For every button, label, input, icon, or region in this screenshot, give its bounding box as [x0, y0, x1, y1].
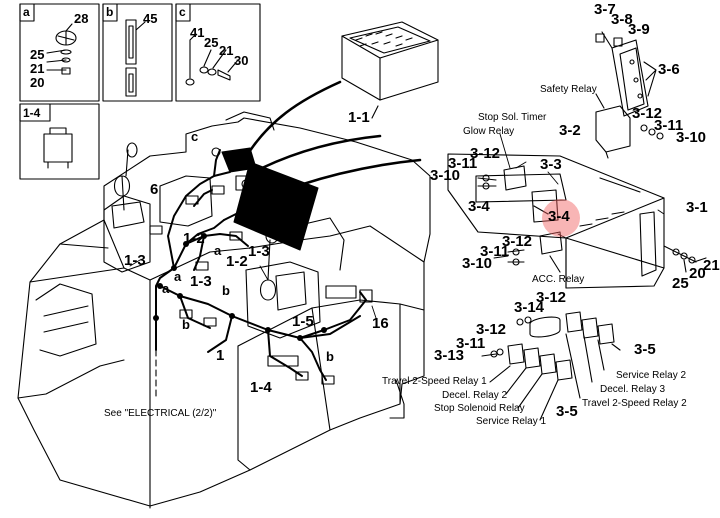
acc-relay [507, 231, 563, 273]
callout-1-4: 1-4 [250, 379, 272, 396]
ref-3-12-b: 3-12 [470, 145, 501, 162]
ref-3-12-d: 3-12 [536, 289, 567, 306]
relay-bracket [595, 31, 657, 117]
callout-b-2: b [182, 317, 190, 332]
inset-a-letter: a [23, 5, 30, 19]
callout-b-1: b [222, 283, 230, 298]
callout-1: 1 [216, 347, 225, 364]
callout-a-2: a [214, 243, 222, 258]
ref-3-12-c: 3-12 [502, 233, 533, 250]
stop-sol-timer [531, 189, 559, 223]
ref-21: 21 [703, 257, 720, 274]
ref-3-10-b: 3-10 [430, 167, 461, 184]
left-lever-console [103, 142, 151, 273]
safety-relay [595, 93, 664, 159]
ref-3-2: 3-2 [559, 122, 581, 139]
inset-b [102, 3, 173, 102]
ref-inset-c-25: 25 [204, 35, 219, 50]
label-service-relay-2: Service Relay 2 [616, 370, 687, 381]
fuse-box [341, 21, 439, 119]
inset-c [175, 3, 261, 102]
inset-b-letter: b [106, 5, 114, 19]
label-see-electrical: See "ELECTRICAL (2/2)" [104, 408, 217, 419]
inset-a [19, 3, 100, 102]
controller-block [221, 147, 319, 251]
highlight-marker [542, 199, 580, 237]
machine-body [17, 111, 431, 509]
ref-inset-a-28: 28 [74, 11, 89, 26]
label-stop-solenoid-relay: Stop Solenoid Relay [434, 403, 525, 414]
ref-3-10-a: 3-10 [676, 129, 707, 146]
label-glow-relay: Glow Relay [463, 126, 515, 137]
label-stop-sol-timer: Stop Sol. Timer [478, 112, 547, 123]
ref-3-3: 3-3 [540, 156, 562, 173]
ref-inset-a-25: 25 [30, 47, 45, 62]
glow-relay [477, 165, 527, 191]
callout-1-2-b: 1-2 [226, 253, 248, 270]
side-hardware [663, 245, 707, 273]
right-lever-console [245, 217, 345, 339]
ref-3-12-e: 3-12 [476, 321, 507, 338]
callout-a-3: a [162, 281, 170, 296]
ref-3-9: 3-9 [628, 21, 650, 38]
ref-25: 25 [672, 275, 689, 292]
ref-inset-a-21: 21 [30, 61, 45, 76]
ref-1-1: 1-1 [348, 109, 370, 126]
ref-3-1: 3-1 [686, 199, 708, 216]
ref-3-5-b: 3-5 [556, 403, 578, 420]
label-decel-relay-3: Decel. Relay 3 [600, 384, 666, 395]
ref-3-7: 3-7 [594, 1, 616, 18]
callout-c: c [191, 129, 199, 144]
ref-3-6: 3-6 [658, 61, 680, 78]
ref-20: 20 [689, 265, 706, 282]
callout-1-3-a: 1-3 [124, 252, 146, 269]
label-acc-relay: ACC. Relay [532, 274, 585, 285]
ref-3-11-c: 3-11 [480, 243, 510, 260]
ref-3-8: 3-8 [611, 11, 633, 28]
callout-1-3-b: 1-3 [248, 243, 270, 260]
harness-dots [153, 233, 327, 341]
callout-1-5: 1-5 [292, 313, 314, 330]
ref-3-11-a: 3-11 [654, 117, 684, 134]
label-travel-2speed-relay-1: Travel 2-Speed Relay 1 [382, 376, 487, 387]
connectors [149, 147, 373, 385]
ref-16: 16 [372, 315, 389, 332]
ref-3-10-c: 3-10 [462, 255, 493, 272]
inset-d-title: 1-4 [23, 106, 41, 120]
ref-3-14: 3-14 [514, 299, 545, 316]
ref-3-4-b: 3-4 [548, 208, 570, 225]
ref-inset-a-20: 20 [30, 75, 45, 90]
callout-1-2-a: 1-2 [183, 230, 205, 247]
inset-d [19, 103, 100, 180]
ref-inset-c-41: 41 [190, 25, 205, 40]
ref-3-12-a: 3-12 [632, 105, 663, 122]
relay-bank [481, 311, 621, 421]
ref-inset-c-30: 30 [234, 53, 249, 68]
label-travel-2speed-relay-2: Travel 2-Speed Relay 2 [582, 398, 687, 409]
callout-b-3: b [326, 349, 334, 364]
callout-a-1: a [174, 269, 182, 284]
ref-3-11-b: 3-11 [448, 155, 478, 172]
ref-3-13: 3-13 [434, 347, 465, 364]
cab-leaders [242, 80, 422, 187]
inset-c-letter: c [179, 5, 186, 19]
ref-3-11-d: 3-11 [456, 335, 486, 352]
ref-inset-c-21: 21 [219, 43, 234, 58]
callout-6: 6 [150, 181, 159, 198]
callout-leaders [129, 133, 665, 319]
label-service-relay-1: Service Relay 1 [476, 416, 547, 427]
label-decel-relay-2: Decel. Relay 2 [442, 390, 508, 401]
label-safety-relay: Safety Relay [540, 84, 597, 95]
callout-1-3-c: 1-3 [190, 273, 212, 290]
ref-3-5-a: 3-5 [634, 341, 656, 358]
ref-inset-b-45: 45 [143, 11, 158, 26]
ref-3-4-a: 3-4 [468, 198, 490, 215]
